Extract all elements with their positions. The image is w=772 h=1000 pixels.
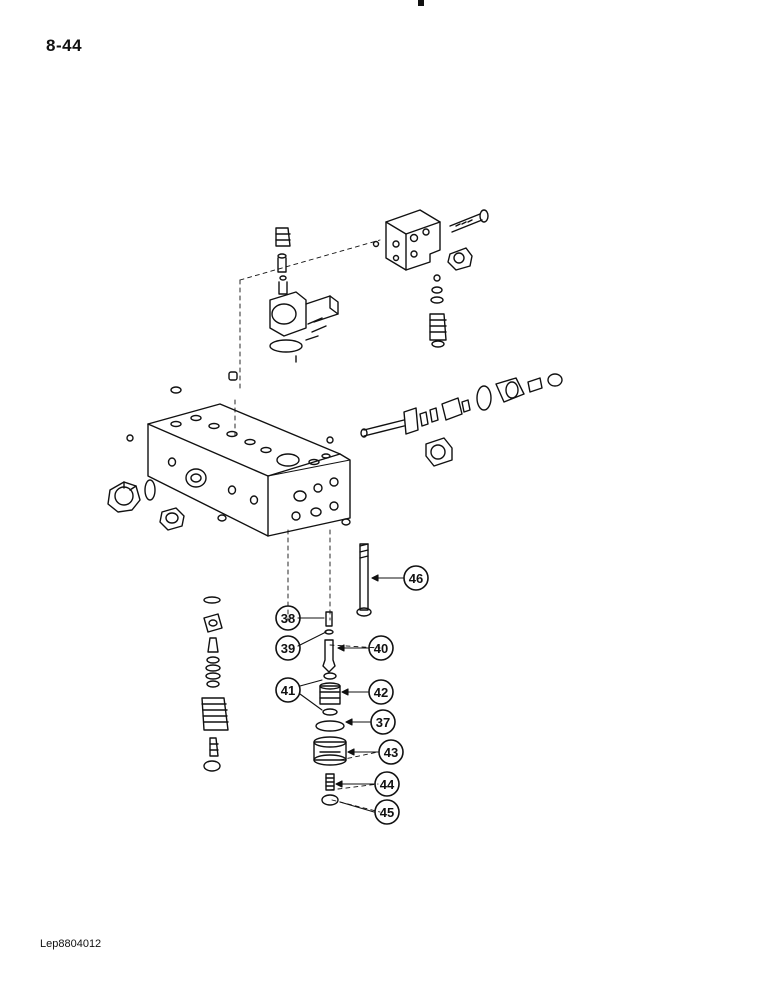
- callout-37: 37: [370, 709, 396, 735]
- callout-40: 40: [368, 635, 394, 661]
- reference-code: Lep8804012: [40, 938, 102, 950]
- callout-39: 39: [275, 635, 301, 661]
- left-plug: [107, 479, 185, 531]
- top-edge-mark: [418, 0, 424, 6]
- svg-text:37: 37: [376, 715, 390, 730]
- left-relief-valve: [201, 596, 229, 772]
- callout-41: 41: [275, 677, 301, 703]
- callouts: 46 38 39 40 41 42: [275, 565, 429, 825]
- svg-text:39: 39: [281, 641, 295, 656]
- svg-text:43: 43: [384, 745, 398, 760]
- callout-38: 38: [275, 605, 301, 631]
- center-relief-valve: [313, 543, 372, 806]
- svg-text:42: 42: [374, 685, 388, 700]
- callout-42: 42: [368, 679, 394, 705]
- small-plugs: [126, 371, 351, 526]
- alignment-lines: [234, 239, 381, 813]
- callout-44: 44: [374, 771, 400, 797]
- svg-text:41: 41: [281, 683, 295, 698]
- callout-46: 46: [403, 565, 429, 591]
- svg-text:38: 38: [281, 611, 295, 626]
- spool-assembly: [360, 373, 563, 467]
- top-valve-block: [372, 209, 489, 348]
- callout-43: 43: [378, 739, 404, 765]
- svg-text:45: 45: [380, 805, 394, 820]
- svg-text:46: 46: [409, 571, 423, 586]
- callout-leaders: [297, 574, 405, 813]
- page-number: 8-44: [46, 36, 83, 55]
- valve-block: [147, 403, 351, 537]
- callout-45: 45: [374, 799, 400, 825]
- svg-text:44: 44: [380, 777, 395, 792]
- svg-text:40: 40: [374, 641, 388, 656]
- solenoid-assembly: [269, 227, 339, 363]
